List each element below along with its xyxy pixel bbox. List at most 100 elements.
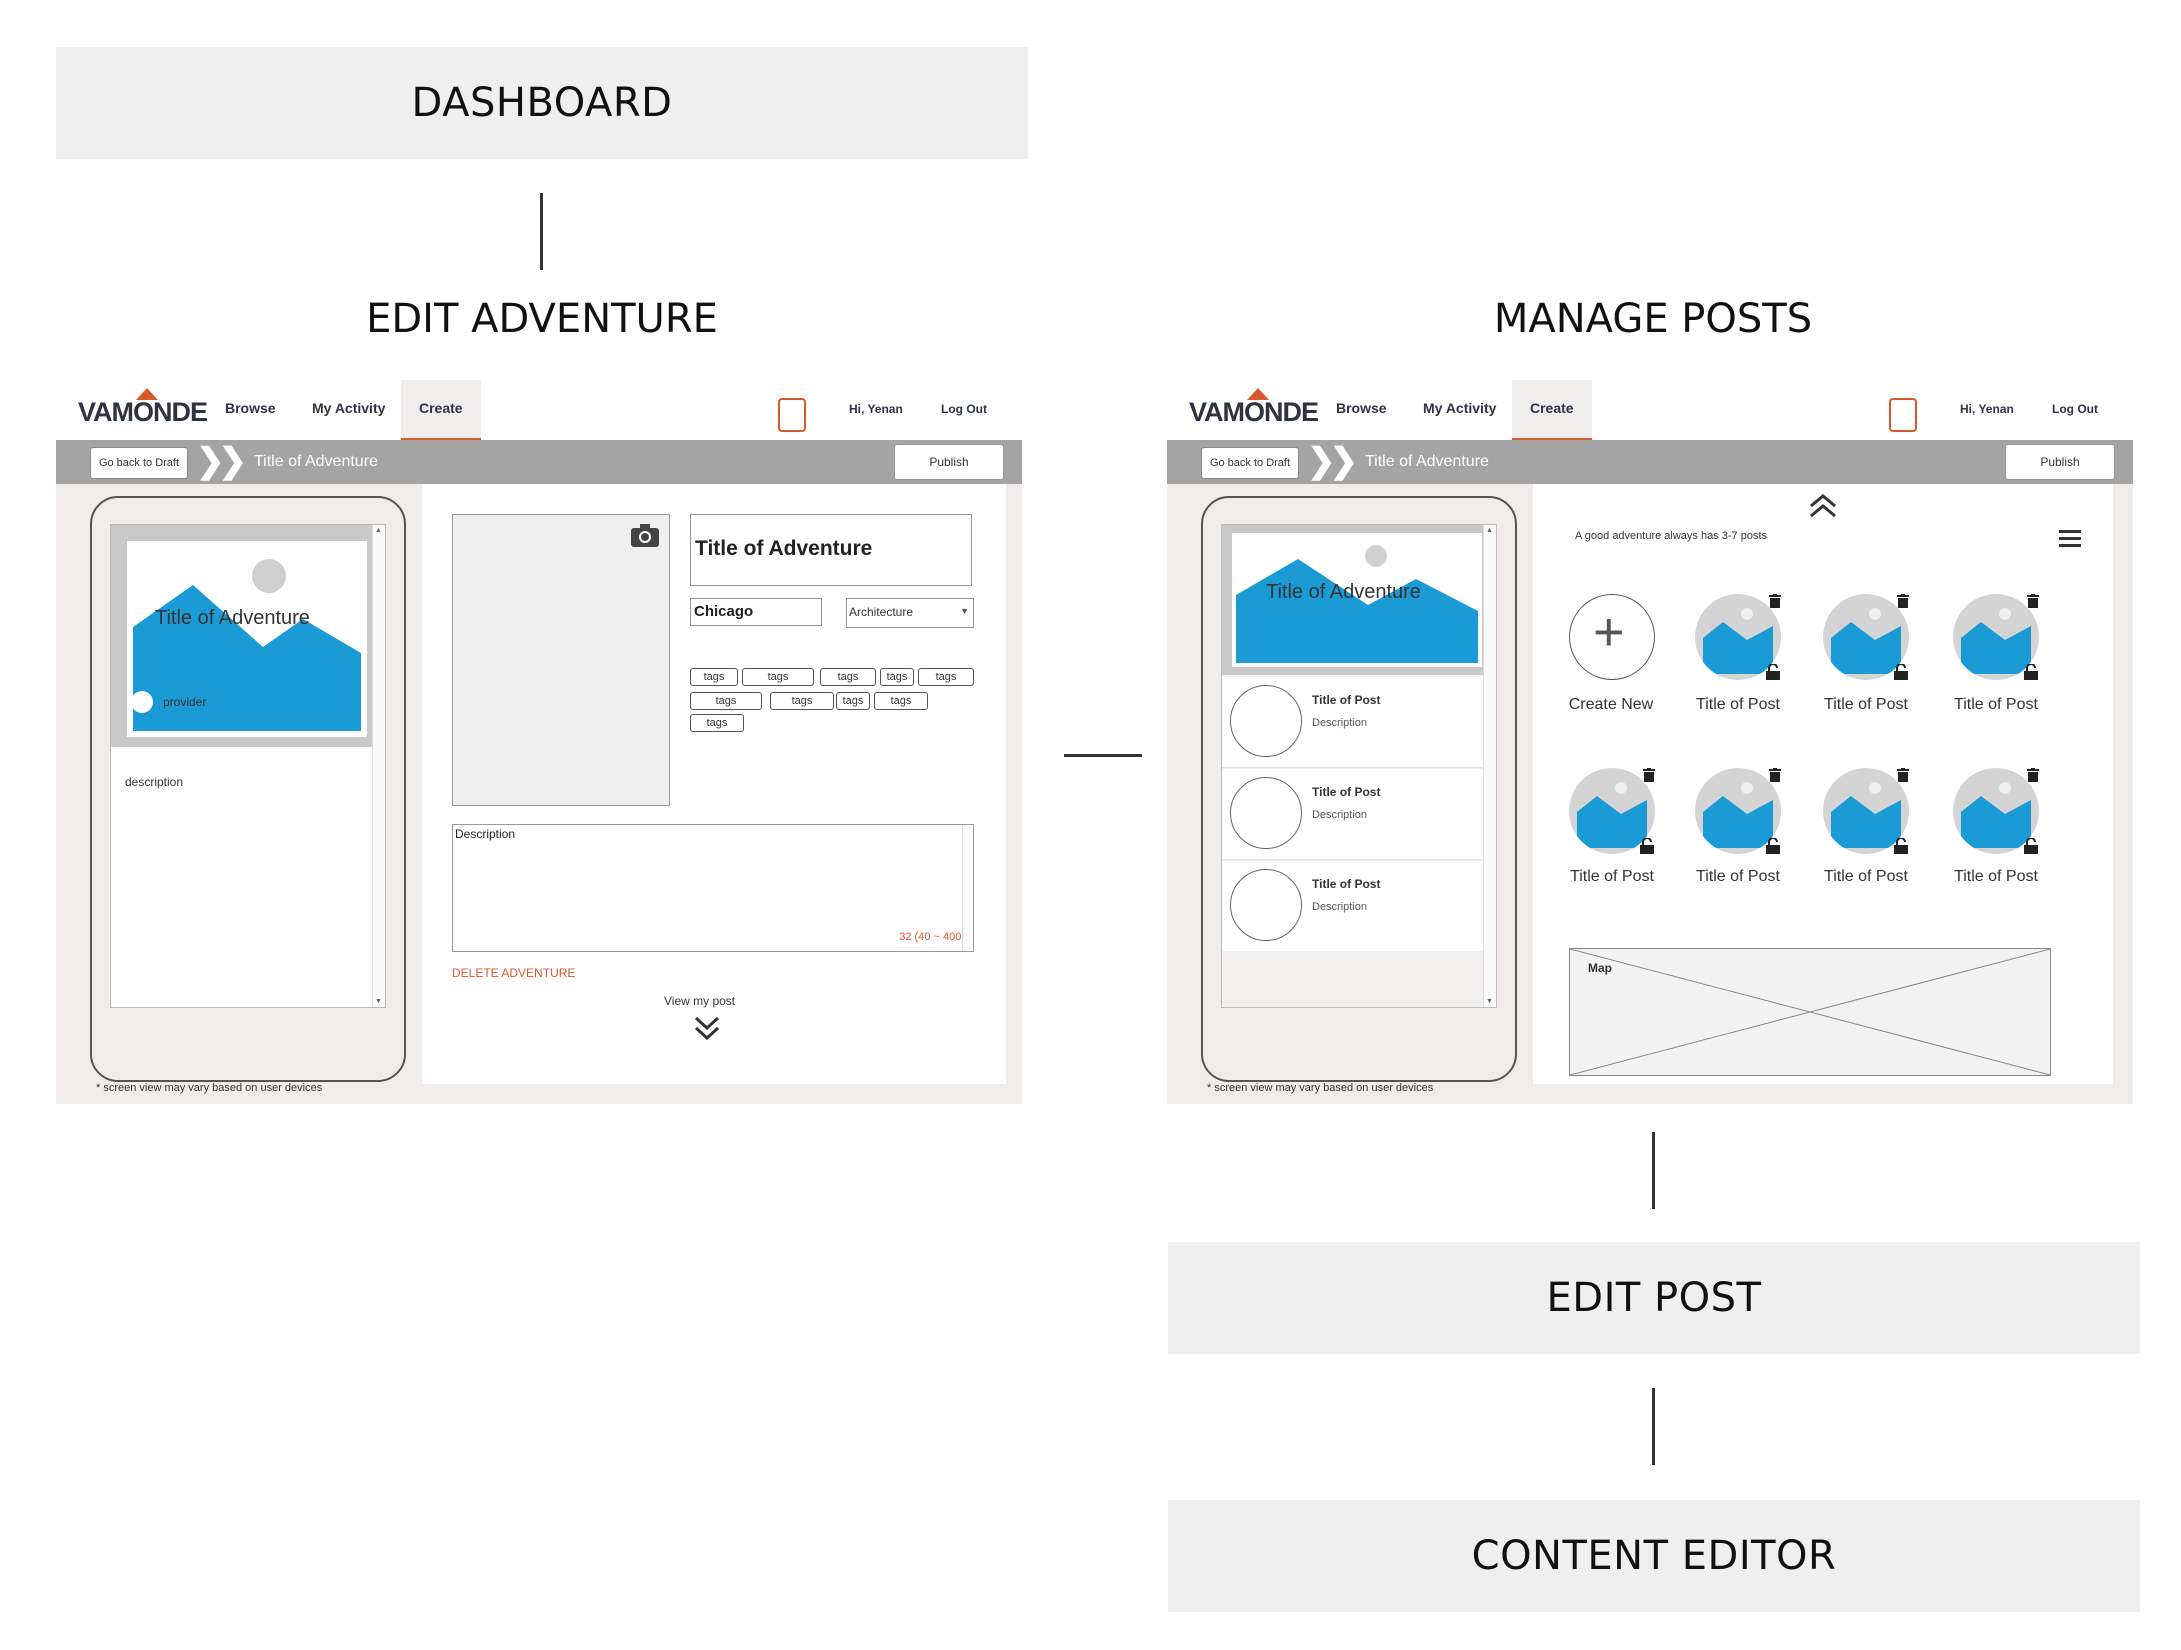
preview-scrollbar[interactable] (1483, 525, 1496, 1007)
phone-preview: Title of Adventure Title of Post Descrip… (1201, 496, 1517, 1082)
cover-frame: Title of Adventure (1222, 525, 1496, 675)
map-placeholder[interactable]: Map (1569, 948, 2051, 1076)
action-bar: Go back to Draft ❯❯ Title of Adventure P… (56, 440, 1022, 484)
tag-chip[interactable]: tags (874, 692, 928, 710)
posts-hint: A good adventure always has 3-7 posts (1575, 530, 1768, 542)
tag-chip[interactable]: tags (820, 668, 876, 686)
bar-title: Title of Adventure (254, 453, 378, 470)
list-item[interactable]: Title of Post Description (1222, 769, 1484, 860)
tag-chip[interactable]: tags (836, 692, 870, 710)
connector-editpost-content (1652, 1388, 1655, 1465)
manage-posts-screen: VAMONDE Browse My Activity Create Hi, Ye… (1167, 380, 2133, 1104)
list-item-title: Title of Post (1312, 693, 1381, 707)
lock-icon[interactable] (1893, 838, 1909, 854)
footnote: * screen view may vary based on user dev… (1207, 1082, 1434, 1094)
menu-icon[interactable] (2059, 530, 2081, 548)
city-input[interactable]: Chicago (690, 598, 822, 626)
post-card-thumb[interactable] (1823, 594, 1909, 680)
logo[interactable]: VAMONDE (1189, 397, 1319, 427)
content-editor-box: CONTENT EDITOR (1168, 1500, 2140, 1612)
list-item[interactable]: Title of Post Description (1222, 861, 1484, 951)
list-item-desc: Description (1312, 901, 1368, 913)
category-select[interactable]: Architecture ▼ (846, 598, 974, 628)
top-nav: VAMONDE Browse My Activity Create Hi, Ye… (1167, 380, 2133, 441)
logo[interactable]: VAMONDE (78, 397, 208, 427)
edit-adventure-heading: EDIT ADVENTURE (366, 296, 718, 342)
post-card-thumb[interactable] (1695, 768, 1781, 854)
post-card-thumb[interactable] (1569, 768, 1655, 854)
trash-icon[interactable] (1769, 594, 1781, 608)
view-post-link[interactable]: View my post (664, 994, 736, 1008)
chevron-right-icon: ❯❯ (196, 442, 247, 480)
map-cross-icon (1570, 949, 2050, 1075)
description-scrollbar[interactable] (962, 825, 973, 951)
plus-icon: + (1593, 602, 1625, 662)
sun-icon (1869, 782, 1881, 794)
post-card-thumb[interactable] (1695, 594, 1781, 680)
trash-icon[interactable] (1769, 768, 1781, 782)
drafts-icon[interactable] (1884, 394, 1917, 432)
preview-scrollbar[interactable] (372, 525, 385, 1007)
tag-chip[interactable]: tags (690, 668, 738, 686)
tag-chip[interactable]: tags (690, 714, 744, 732)
post-card-title: Title of Post (1824, 868, 1908, 885)
publish-button[interactable]: Publish (2005, 444, 2115, 480)
cover-frame: Title of Adventure provider (111, 525, 385, 747)
title-input[interactable]: Title of Adventure (690, 514, 972, 586)
post-card-thumb[interactable] (1823, 768, 1909, 854)
lock-icon[interactable] (2023, 838, 2039, 854)
post-avatar (1230, 869, 1302, 941)
lock-icon[interactable] (1765, 664, 1781, 680)
nav-my-activity[interactable]: My Activity (1423, 400, 1497, 416)
post-card-thumb[interactable] (1953, 594, 2039, 680)
publish-button[interactable]: Publish (894, 444, 1004, 480)
create-new-button[interactable]: + (1569, 594, 1655, 680)
lock-icon[interactable] (2023, 664, 2039, 680)
back-to-draft-button[interactable]: Go back to Draft (1201, 447, 1299, 479)
edit-post-box: EDIT POST (1168, 1242, 2140, 1354)
tag-chip[interactable]: tags (690, 692, 762, 710)
content-editor-label: CONTENT EDITOR (1471, 1533, 1837, 1579)
provider-avatar (131, 691, 153, 713)
post-card-thumb[interactable] (1953, 768, 2039, 854)
action-bar: Go back to Draft ❯❯ Title of Adventure P… (1167, 440, 2133, 484)
trash-icon[interactable] (2027, 594, 2039, 608)
lock-icon[interactable] (1639, 838, 1655, 854)
logout-link[interactable]: Log Out (941, 402, 987, 416)
map-label: Map (1588, 961, 1612, 975)
tag-chip[interactable]: tags (880, 668, 914, 686)
cover-image: Title of Adventure (1232, 533, 1482, 667)
nav-browse[interactable]: Browse (1336, 400, 1387, 416)
mountain-icon (1236, 559, 1478, 663)
chevron-down-icon: ▼ (960, 606, 969, 616)
delete-adventure-link[interactable]: DELETE ADVENTURE (452, 966, 576, 980)
camera-icon[interactable] (631, 523, 659, 547)
logout-link[interactable]: Log Out (2052, 402, 2098, 416)
provider-label: provider (163, 695, 207, 709)
trash-icon[interactable] (1897, 768, 1909, 782)
trash-icon[interactable] (2027, 768, 2039, 782)
dashboard-box: DASHBOARD (56, 47, 1028, 159)
lock-icon[interactable] (1765, 838, 1781, 854)
double-chevron-up-icon[interactable] (1807, 490, 1839, 520)
lock-icon[interactable] (1893, 664, 1909, 680)
cover-upload[interactable] (452, 514, 670, 806)
trash-icon[interactable] (1643, 768, 1655, 782)
drafts-icon[interactable] (773, 394, 806, 432)
list-item[interactable]: Title of Post Description (1222, 677, 1484, 768)
nav-my-activity[interactable]: My Activity (312, 400, 386, 416)
list-item-desc: Description (1312, 809, 1368, 821)
nav-create[interactable]: Create (1512, 380, 1592, 441)
sun-icon (1999, 608, 2011, 620)
nav-create[interactable]: Create (401, 380, 481, 441)
trash-icon[interactable] (1897, 594, 1909, 608)
description-textarea[interactable]: Description 32 (40 ~ 400) (452, 824, 974, 952)
double-chevron-down-icon[interactable] (692, 1014, 722, 1044)
tag-chip[interactable]: tags (770, 692, 834, 710)
connector-dashboard-edit (540, 193, 543, 270)
tag-chip[interactable]: tags (742, 668, 814, 686)
nav-browse[interactable]: Browse (225, 400, 276, 416)
tag-chip[interactable]: tags (918, 668, 974, 686)
list-item-title: Title of Post (1312, 785, 1381, 799)
back-to-draft-button[interactable]: Go back to Draft (90, 447, 188, 479)
